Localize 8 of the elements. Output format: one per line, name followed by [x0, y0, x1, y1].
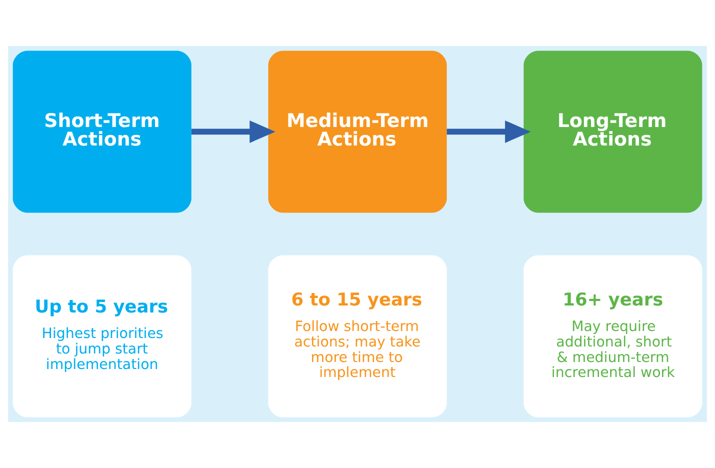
node-box: Short-Term Actions [12, 50, 192, 213]
node-box: 6 to 15 years Follow short-term actions; may take more time to implement [268, 255, 447, 418]
node-box: Medium-Term Actions [268, 50, 447, 213]
node-box: Long-Term Actions [524, 50, 702, 213]
node-box: 16+ years May require additional, short & medium-term incremental work [524, 255, 702, 418]
node-box: Up to 5 years Highest priorities to jump start implementation [12, 255, 192, 418]
arrow [191, 120, 276, 143]
arrow [446, 120, 531, 143]
